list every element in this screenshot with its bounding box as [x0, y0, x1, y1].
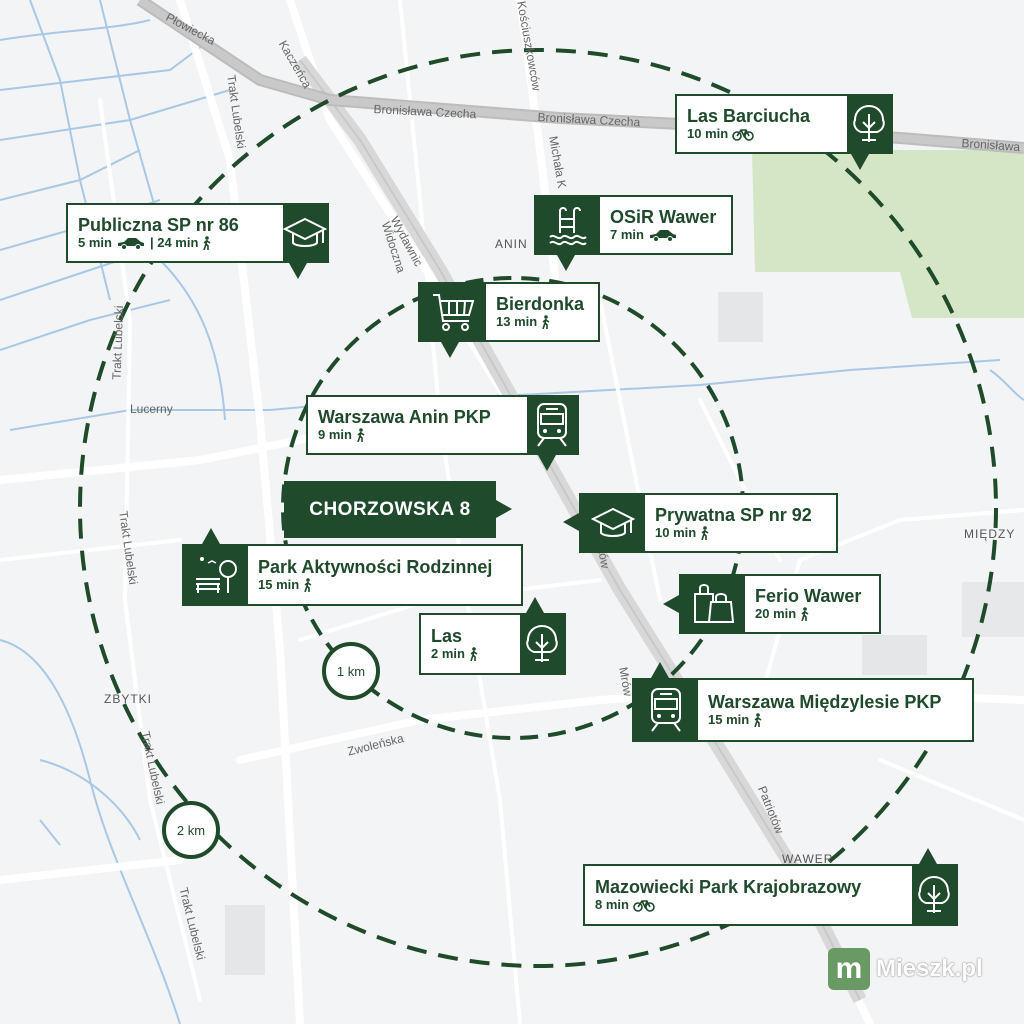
walk-icon	[754, 713, 762, 727]
walk-icon	[357, 428, 365, 442]
bike-icon	[633, 900, 655, 912]
poi-name: Mazowiecki Park Krajobrazowy	[595, 877, 862, 897]
walk-icon	[203, 236, 211, 250]
poi-pointer	[563, 513, 579, 531]
tree-icon	[918, 875, 950, 913]
poi-pointer	[441, 342, 459, 358]
poi-time: 10 min	[687, 126, 729, 141]
poi-pointer	[851, 154, 869, 170]
property-label: CHORZOWSKA 8	[284, 481, 496, 538]
poi-las-barciucha[interactable]: Las Barciucha 10 min	[675, 94, 893, 154]
poi-park-aktywnosci-rodzinnej[interactable]: Park Aktywności Rodzinnej 15 min	[182, 544, 523, 606]
poi-time: 2 min	[431, 646, 465, 661]
poi-time: 15 min	[708, 712, 750, 727]
graduation-cap-icon	[591, 507, 635, 537]
ring-2km-label: 2 km	[162, 801, 220, 859]
property-pointer	[496, 500, 512, 518]
poi-pointer	[526, 597, 544, 613]
poi-name: Park Aktywności Rodzinnej	[258, 557, 493, 577]
train-icon	[537, 403, 567, 447]
poi-name: Prywatna SP nr 92	[655, 505, 812, 525]
poi-time: 15 min	[258, 577, 300, 592]
car-icon	[117, 238, 144, 250]
district-label: MIĘDZY	[964, 527, 1016, 541]
district-label: ANIN	[495, 237, 528, 251]
brand-watermark: m Mieszk.pl	[828, 948, 983, 990]
poi-pointer	[557, 255, 575, 271]
poi-pointer	[919, 848, 937, 864]
poi-mazowiecki-park-krajobrazowy[interactable]: Mazowiecki Park Krajobrazowy 8 min	[583, 864, 958, 926]
train-icon	[651, 688, 681, 732]
district-label: ZBYTKI	[104, 692, 153, 706]
poi-name: Warszawa Anin PKP	[318, 407, 491, 427]
tree-icon	[526, 624, 558, 662]
poi-time: 9 min	[318, 427, 352, 442]
poi-name: Publiczna SP nr 86	[78, 215, 239, 235]
brand-logo: m	[828, 948, 870, 990]
shopping-cart-icon	[433, 294, 475, 331]
poi-time-walk: | 24 min	[149, 235, 199, 250]
ring-1km-label: 1 km	[322, 642, 380, 700]
poi-time: 13 min	[496, 314, 538, 329]
poi-osir-wawer[interactable]: OSiR Wawer 7 min	[534, 195, 733, 255]
graduation-cap-icon	[283, 217, 327, 247]
poi-pointer	[538, 455, 556, 471]
ring-2km	[78, 48, 998, 968]
park-bench-icon	[196, 557, 237, 593]
tree-icon	[853, 104, 885, 142]
poi-publiczna-sp86[interactable]: Publiczna SP nr 86 5 min | 24 min	[66, 203, 329, 263]
district-label: WAWER	[782, 852, 834, 866]
bike-icon	[732, 129, 754, 141]
poi-name: Bierdonka	[496, 294, 585, 314]
poi-pointer	[289, 263, 307, 279]
poi-name: Ferio Wawer	[755, 586, 862, 606]
walk-icon	[801, 607, 809, 621]
poi-time: 10 min	[655, 525, 697, 540]
poi-name: OSiR Wawer	[610, 207, 717, 227]
poi-warszawa-anin-pkp[interactable]: Warszawa Anin PKP 9 min	[306, 395, 579, 455]
poi-bierdonka[interactable]: Bierdonka 13 min	[418, 282, 600, 342]
poi-las[interactable]: Las 2 min	[419, 613, 566, 675]
walk-icon	[304, 578, 312, 592]
pool-icon	[549, 207, 587, 246]
shopping-bags-icon	[694, 584, 735, 623]
poi-ferio-wawer[interactable]: Ferio Wawer 20 min	[679, 574, 881, 634]
street-label: Trakt Lubelski	[109, 305, 127, 381]
car-icon	[649, 230, 676, 242]
poi-time: 8 min	[595, 897, 629, 912]
brand-text: Mieszk.pl	[876, 955, 983, 982]
poi-name: Las	[431, 626, 463, 646]
poi-warszawa-miedzylesie-pkp[interactable]: Warszawa Międzylesie PKP 15 min	[632, 678, 974, 742]
poi-time: 7 min	[610, 227, 644, 242]
walk-icon	[701, 526, 709, 540]
poi-time: 5 min	[78, 235, 112, 250]
poi-time: 20 min	[755, 606, 797, 621]
street-label: Lucerny	[130, 402, 173, 416]
walk-icon	[542, 315, 550, 329]
forest-area	[752, 150, 1024, 318]
poi-prywatna-sp92[interactable]: Prywatna SP nr 92 10 min	[579, 493, 838, 553]
poi-pointer	[202, 528, 220, 544]
poi-pointer	[663, 595, 679, 613]
poi-name: Las Barciucha	[687, 106, 811, 126]
poi-pointer	[651, 662, 669, 678]
walk-icon	[470, 647, 478, 661]
poi-name: Warszawa Międzylesie PKP	[708, 692, 942, 712]
